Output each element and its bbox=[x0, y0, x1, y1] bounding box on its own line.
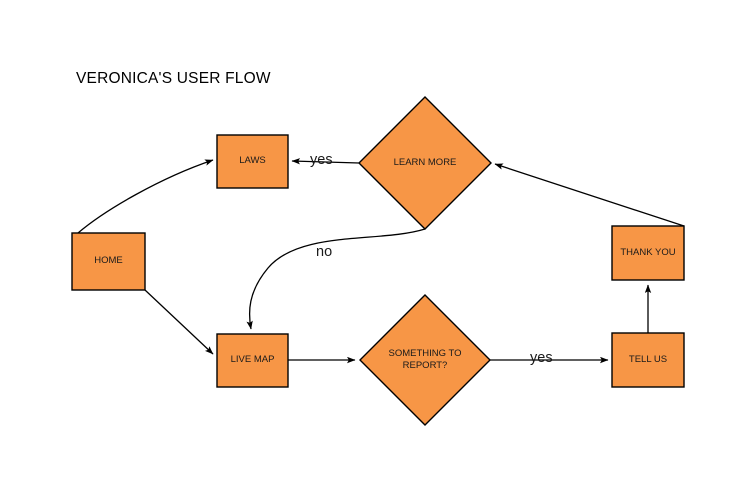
edge-home-to-livemap bbox=[144, 289, 214, 355]
node-layer bbox=[71, 96, 685, 426]
node-home[interactable] bbox=[71, 232, 146, 291]
node-something-to-report[interactable] bbox=[359, 294, 491, 426]
node-live-map[interactable] bbox=[216, 333, 289, 388]
node-thank-you[interactable] bbox=[611, 225, 685, 281]
page-title: VERONICA'S USER FLOW bbox=[76, 70, 271, 87]
node-tell-us[interactable] bbox=[611, 332, 685, 388]
edge-home-to-laws bbox=[77, 159, 214, 234]
edge-label-yes-learn-to-laws: yes bbox=[310, 152, 333, 168]
edge-label-yes-report-to-tell-us: yes bbox=[530, 350, 553, 366]
edge-thankyou-to-learn bbox=[494, 163, 685, 227]
edge-label-no-learn-to-live-map: no bbox=[316, 244, 333, 260]
edge-layer bbox=[77, 158, 685, 364]
node-laws[interactable] bbox=[216, 134, 289, 189]
edge-learn-to-laws bbox=[291, 158, 360, 165]
node-learn-more[interactable] bbox=[358, 96, 492, 230]
edge-learn-to-livemap bbox=[246, 228, 426, 330]
